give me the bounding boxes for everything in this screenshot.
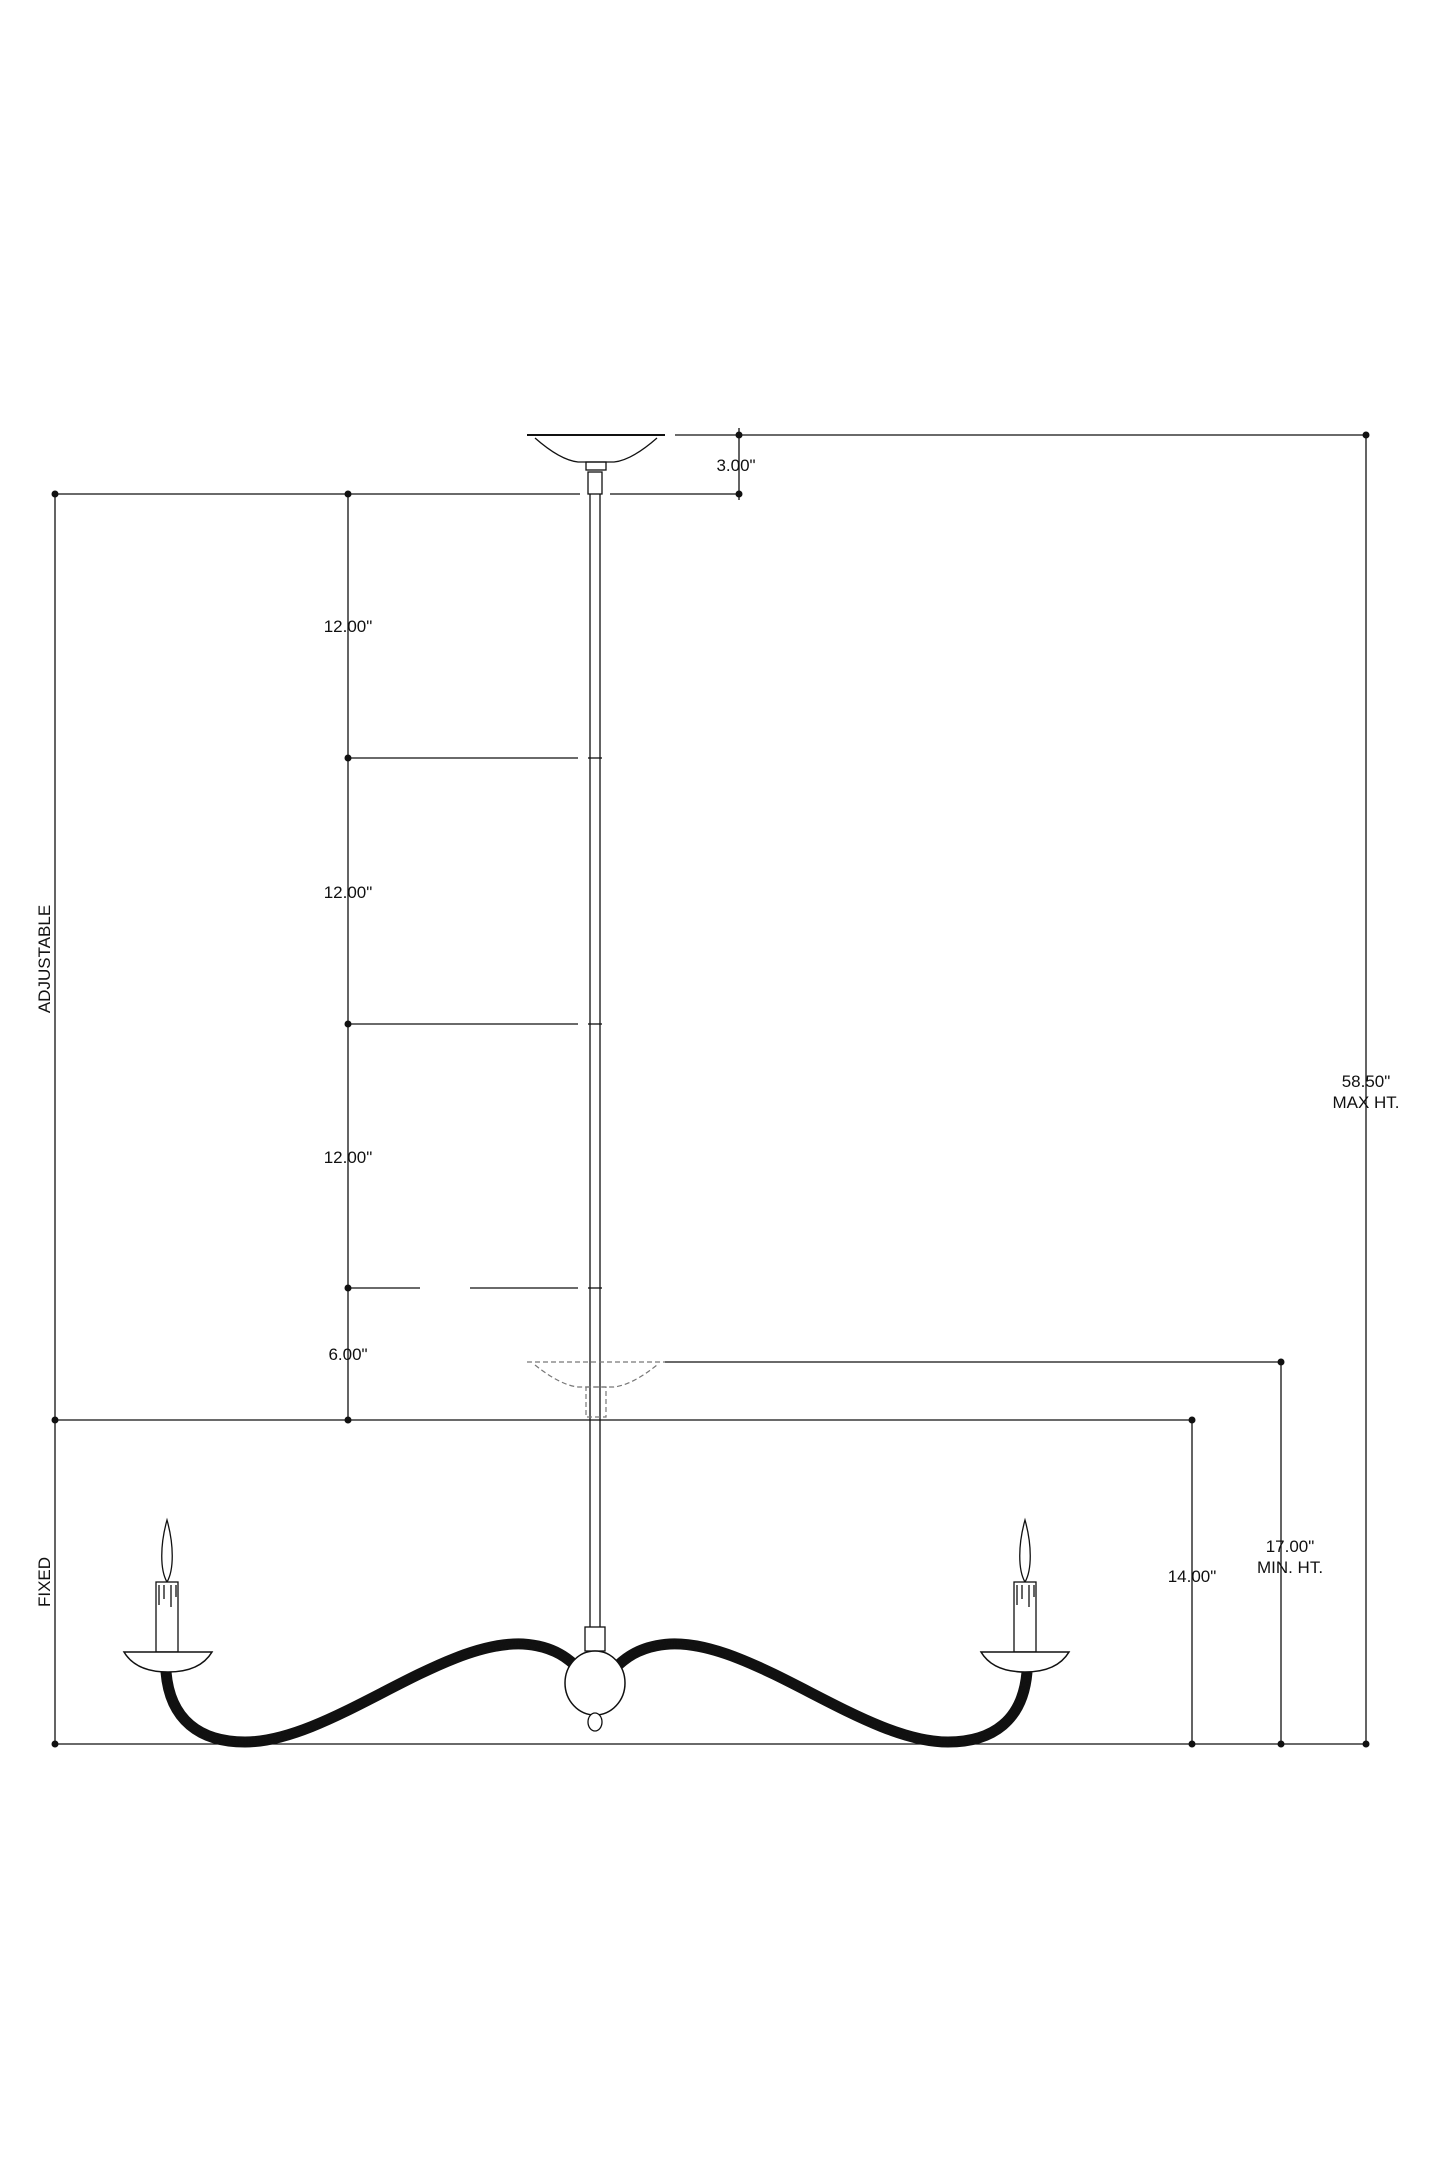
candle-left xyxy=(122,1517,214,1673)
dimension-lines xyxy=(51,428,1370,1748)
max-height-label: MAX HT. xyxy=(1332,1093,1399,1112)
segment-4-label: 6.00" xyxy=(328,1345,367,1364)
canopy-height-label: 3.00" xyxy=(716,456,755,475)
max-height-value: 58.50" xyxy=(1342,1072,1391,1091)
segment-1-label: 12.00" xyxy=(324,617,373,636)
chandelier-arms xyxy=(160,1638,1033,1748)
canopy xyxy=(527,434,665,495)
segment-2-label: 12.00" xyxy=(324,883,373,902)
adjustable-label: ADJUSTABLE xyxy=(35,905,54,1013)
fixed-label: FIXED xyxy=(35,1557,54,1607)
segment-3-label: 12.00" xyxy=(324,1148,373,1167)
min-height-label: MIN. HT. xyxy=(1257,1558,1323,1577)
fixed-height-label: 14.00" xyxy=(1168,1567,1217,1586)
candle-right xyxy=(979,1517,1071,1673)
center-ball xyxy=(564,1650,626,1732)
canopy-min-position xyxy=(527,1361,665,1418)
min-height-value: 17.00" xyxy=(1266,1537,1315,1556)
downrod xyxy=(584,494,606,1652)
